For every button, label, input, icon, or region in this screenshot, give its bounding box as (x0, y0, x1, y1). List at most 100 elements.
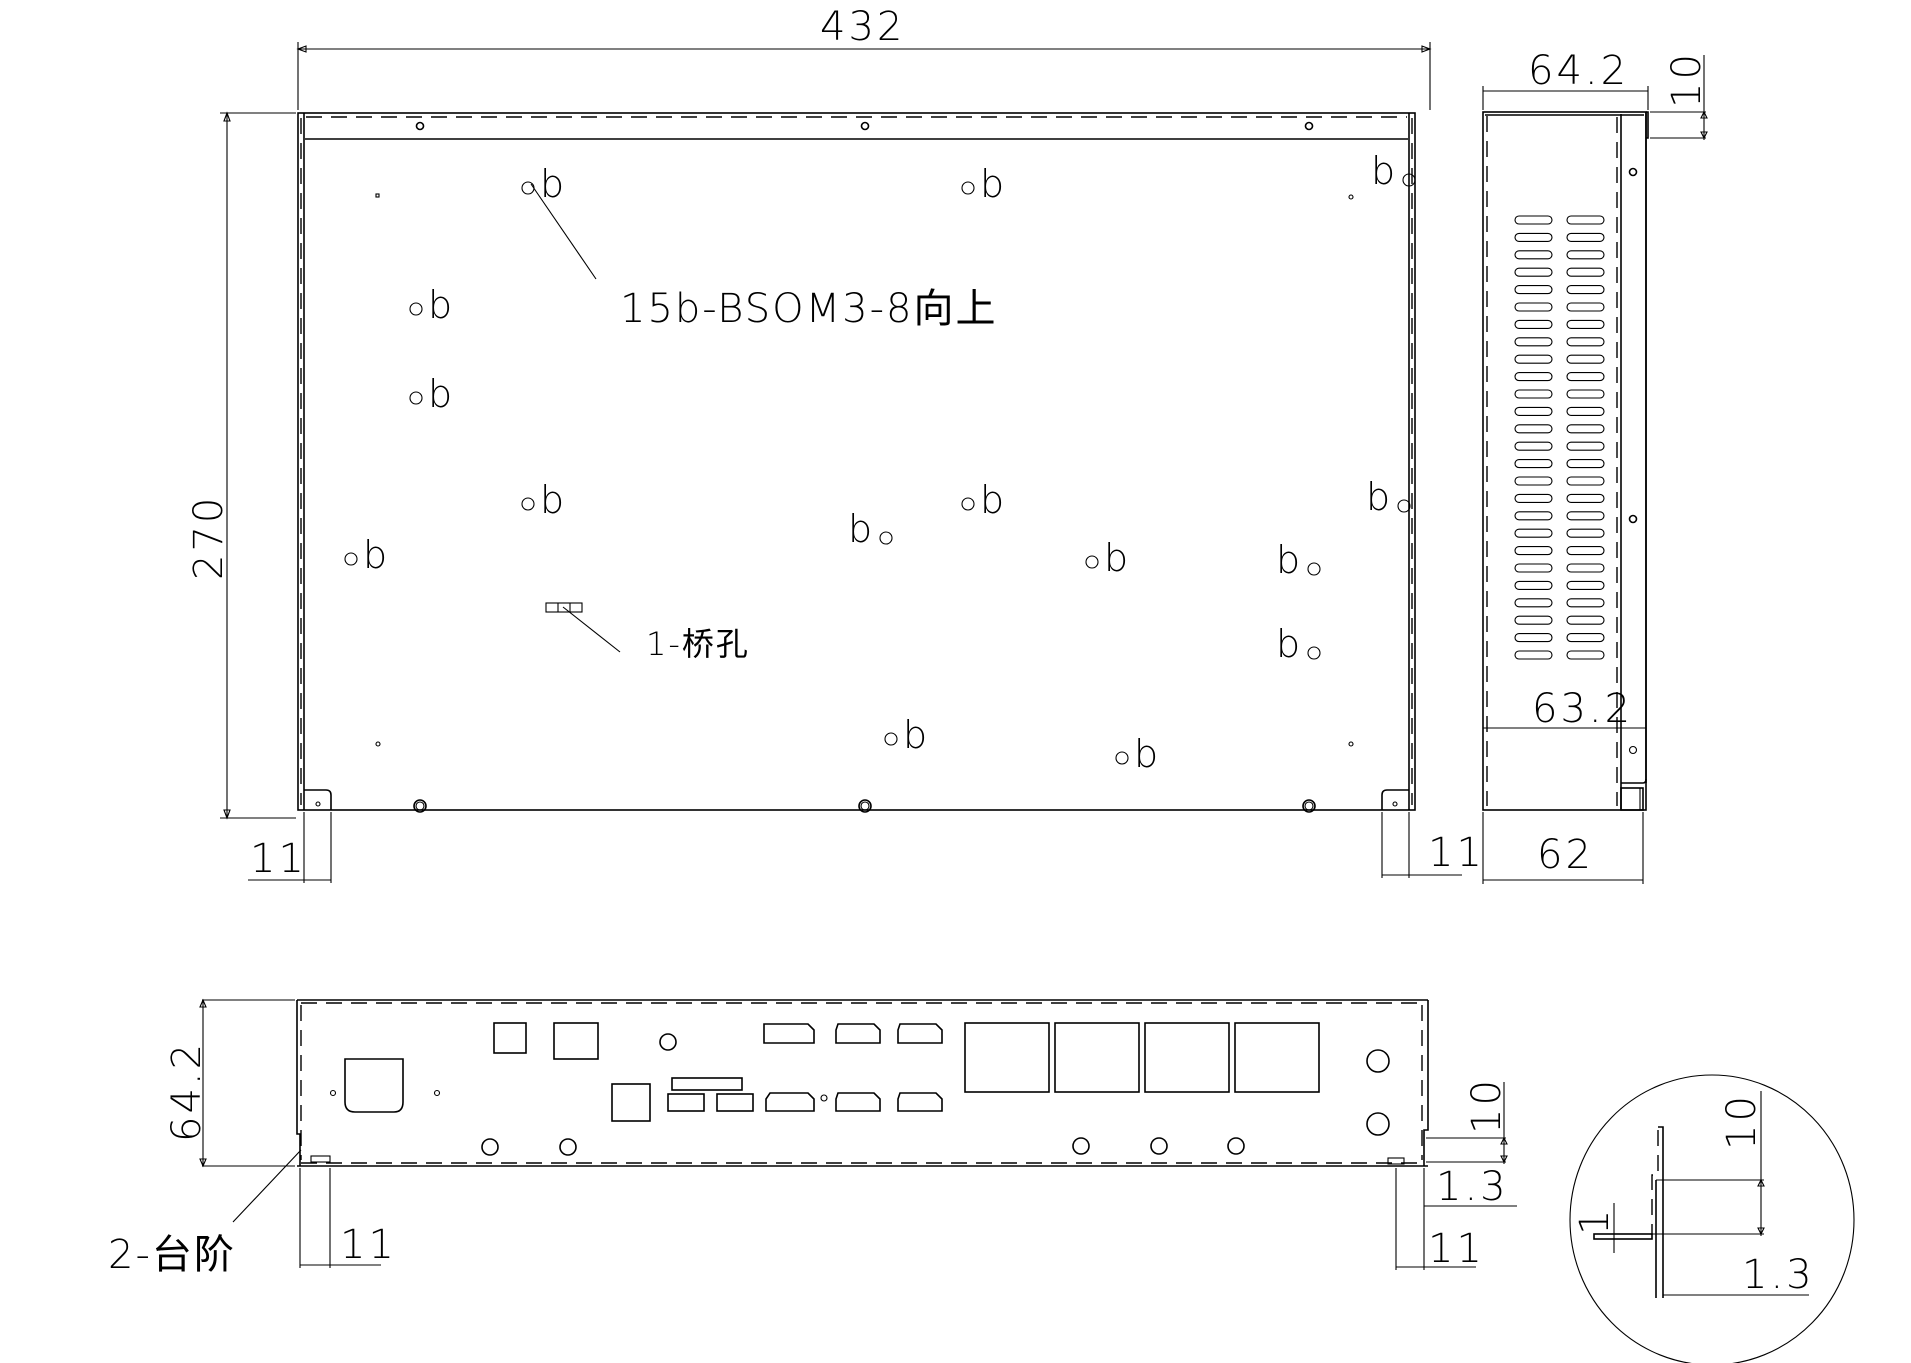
vent-slot (1514, 232, 1553, 242)
vent-slot (1514, 406, 1553, 416)
vent-slot (1566, 337, 1605, 347)
svg-text:b: b (428, 372, 452, 416)
vent-slot (1514, 372, 1553, 382)
vent-slot (1514, 633, 1553, 643)
dim-front-step-offset-1-3: 1.3 (1436, 1164, 1509, 1210)
vent-slot (1514, 285, 1553, 295)
svg-text:b: b (1104, 536, 1128, 580)
hole-marker: b (1085, 536, 1128, 580)
hole-marker: b (1276, 538, 1321, 582)
vent-slot (1514, 267, 1553, 277)
hole-marker: b (521, 478, 564, 522)
vent-slot (1514, 337, 1553, 347)
dim-detail-10: 10 (1719, 1093, 1765, 1150)
hole-marker: b (1115, 732, 1158, 776)
hole-marker: b (409, 283, 452, 327)
vent-slot (1566, 354, 1605, 364)
step-callout: 2-台阶 (108, 1232, 236, 1278)
top-view-dimensions (220, 42, 1462, 883)
hole-marker: b (1371, 149, 1416, 193)
vent-slot (1566, 424, 1605, 434)
svg-text:b: b (428, 283, 452, 327)
hole-marker: b (409, 372, 452, 416)
vent-slot (1566, 615, 1605, 625)
vent-slot (1514, 511, 1553, 521)
vent-slot (1566, 650, 1605, 660)
vent-slot (1566, 528, 1605, 538)
hole-marker: b (344, 533, 387, 577)
bridge-hole-callout: 1-桥孔 (646, 625, 750, 663)
top-view (297, 112, 1416, 813)
svg-text:b: b (1276, 622, 1300, 666)
vent-slot (1514, 493, 1553, 503)
vent-slot (1514, 215, 1553, 225)
vent-slot (1566, 232, 1605, 242)
vent-slot (1514, 650, 1553, 660)
dim-detail-thickness-1: 1 (1572, 1207, 1618, 1235)
svg-text:b: b (363, 533, 387, 577)
hole-spec-callout: 15b-BSOM3-8向上 (620, 286, 998, 332)
dim-front-height-64-2: 64.2 (164, 1041, 210, 1142)
vent-slot (1514, 354, 1553, 364)
dim-detail-1-3: 1.3 (1742, 1252, 1815, 1298)
vent-slot (1566, 493, 1605, 503)
vent-slot (1514, 459, 1553, 469)
vent-slot (1566, 285, 1605, 295)
svg-text:b: b (1371, 149, 1395, 193)
vent-slot (1566, 546, 1605, 556)
svg-text:b: b (980, 162, 1004, 206)
front-view (232, 999, 1429, 1223)
dim-height-270: 270 (186, 495, 232, 580)
vent-slot (1566, 580, 1605, 590)
svg-text:b: b (1134, 732, 1158, 776)
vent-slot (1566, 598, 1605, 608)
dim-side-top-64-2: 64.2 (1528, 48, 1629, 94)
vent-slot (1566, 563, 1605, 573)
vent-slot (1514, 528, 1553, 538)
vent-slot (1566, 250, 1605, 260)
hole-marker: b (961, 162, 1004, 206)
svg-text:b: b (540, 162, 564, 206)
vent-slot (1566, 476, 1605, 486)
dim-left-tab-11: 11 (250, 836, 307, 882)
svg-text:b: b (1366, 475, 1390, 519)
front-view-dimensions (199, 998, 1517, 1270)
vent-slot (1514, 615, 1553, 625)
hole-marker: b (1276, 622, 1321, 666)
detail-view (1569, 1074, 1855, 1363)
dim-side-bottom-62: 62 (1537, 832, 1594, 878)
vent-slot (1514, 389, 1553, 399)
vent-slot (1514, 598, 1553, 608)
vent-slot (1566, 633, 1605, 643)
svg-text:b: b (540, 478, 564, 522)
vent-slot (1566, 406, 1605, 416)
dim-front-right-tab-11: 11 (1428, 1226, 1485, 1272)
vent-slot (1566, 459, 1605, 469)
vent-slot (1566, 215, 1605, 225)
dim-side-inner-63-2: 63.2 (1532, 686, 1633, 732)
hole-marker: b (1366, 475, 1411, 519)
svg-text:b: b (1276, 538, 1300, 582)
hole-marker: b (521, 162, 564, 206)
vent-slot (1566, 319, 1605, 329)
vent-slot (1514, 580, 1553, 590)
dim-width-432: 432 (820, 4, 905, 50)
svg-text:b: b (980, 478, 1004, 522)
dim-front-step-10: 10 (1464, 1077, 1510, 1134)
svg-text:b: b (848, 507, 872, 551)
svg-text:b: b (903, 713, 927, 757)
dim-side-flange-10: 10 (1664, 51, 1710, 108)
vent-slot (1566, 267, 1605, 277)
dim-right-tab-11: 11 (1428, 830, 1485, 876)
hole-marker: b (884, 713, 927, 757)
side-view (1482, 111, 1649, 811)
vent-slot (1514, 546, 1553, 556)
vent-slot (1514, 563, 1553, 573)
vent-slot (1514, 250, 1553, 260)
vent-slot (1566, 511, 1605, 521)
vent-slot (1566, 389, 1605, 399)
hole-marker: b (961, 478, 1004, 522)
